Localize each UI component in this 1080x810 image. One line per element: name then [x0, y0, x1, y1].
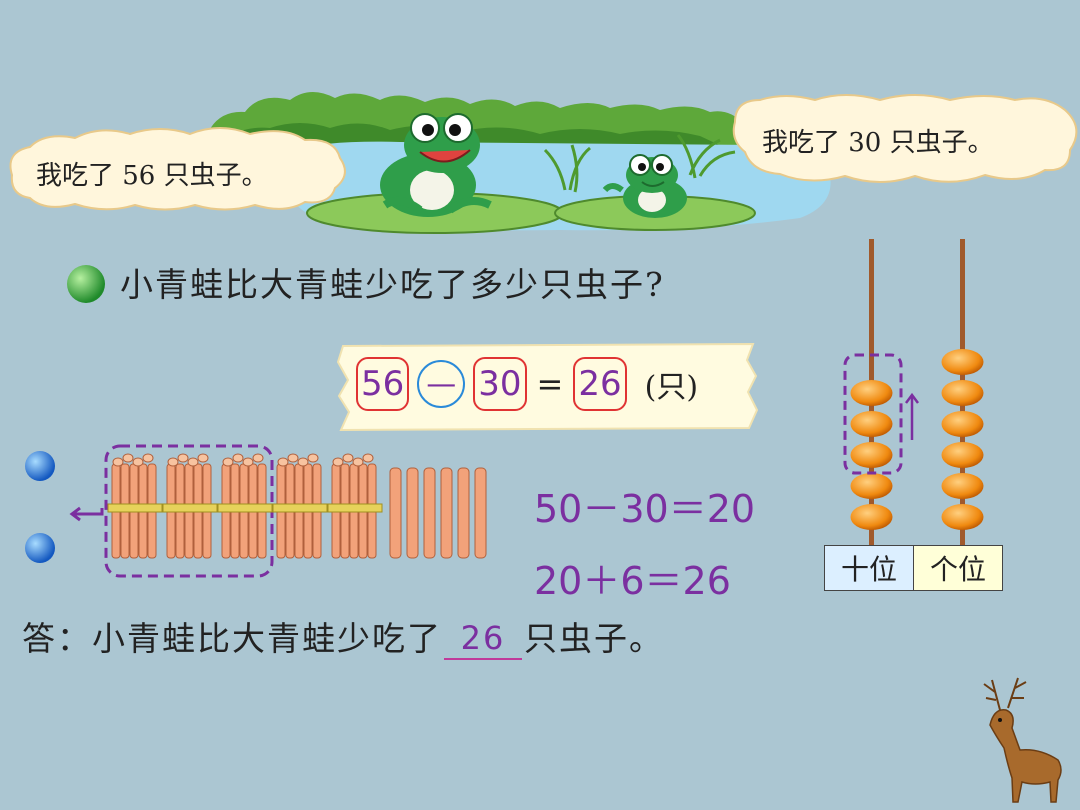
single-stick [406, 467, 419, 559]
step-two: 20＋6＝26 [534, 559, 731, 603]
equation: 56 — 30 = 26 (只) [356, 355, 698, 413]
ones-bead [941, 442, 984, 468]
ones-bead [941, 349, 984, 375]
left-arrow-icon [69, 506, 104, 522]
answer-blank: 26 [444, 618, 522, 660]
blue-bullet-icon [25, 451, 55, 481]
speech-bubble-small-frog [732, 94, 1078, 183]
blue-bullet-icon [25, 533, 55, 563]
pond-scene [9, 91, 1078, 234]
answer-prefix: 答：小青蛙比大青蛙少吃了 [22, 619, 442, 658]
subtrahend-box: 30 [473, 357, 527, 411]
dashed-selection-beads [843, 353, 903, 475]
result-box: 26 [573, 357, 627, 411]
reeds-illustration [543, 134, 736, 193]
small-frog-illustration [602, 154, 687, 218]
tens-place-label: 十位 [825, 546, 914, 590]
big-frog-illustration [380, 113, 492, 217]
single-stick [474, 467, 487, 559]
ones-place-label: 个位 [914, 546, 1002, 590]
ones-bead [941, 473, 984, 499]
stick-bundle [272, 453, 328, 559]
tens-bead [850, 504, 893, 530]
minuend-box: 56 [356, 357, 410, 411]
question-text: 小青蛙比大青蛙少吃了多少只虫子? [120, 265, 665, 304]
single-stick [457, 467, 470, 559]
unit-label: (只) [644, 370, 699, 405]
stick-bundle [107, 453, 163, 559]
minus-sign-circle: — [417, 360, 466, 408]
small-frog-speech-text: 我吃了 30 只虫子。 [762, 128, 994, 158]
answer-line: 答：小青蛙比大青蛙少吃了 26 只虫子。 [22, 612, 664, 660]
counting-sticks-illustration [69, 444, 487, 578]
step-one: 50－30＝20 [534, 487, 756, 531]
single-stick [423, 467, 436, 559]
tens-bead [850, 442, 893, 468]
stick-bundle [162, 453, 218, 559]
tens-bead [850, 380, 893, 406]
tens-bead [850, 411, 893, 437]
speech-bubble-big-frog [9, 127, 346, 211]
up-arrow-icon [905, 392, 919, 440]
answer-suffix: 只虫子。 [524, 619, 664, 658]
equals-sign: = [536, 365, 564, 403]
single-stick [389, 467, 402, 559]
ones-bead [941, 504, 984, 530]
ones-bead [941, 411, 984, 437]
ones-bead [941, 380, 984, 406]
green-bullet-icon [67, 265, 105, 303]
place-value-table: 十位 个位 [824, 545, 1003, 591]
stick-bundle [217, 453, 273, 559]
deer-illustration [983, 677, 1062, 803]
tens-bead [850, 473, 893, 499]
stick-bundle [327, 453, 383, 559]
single-stick [440, 467, 453, 559]
big-frog-speech-text: 我吃了 56 只虫子。 [36, 161, 268, 191]
abacus-illustration [843, 239, 984, 545]
